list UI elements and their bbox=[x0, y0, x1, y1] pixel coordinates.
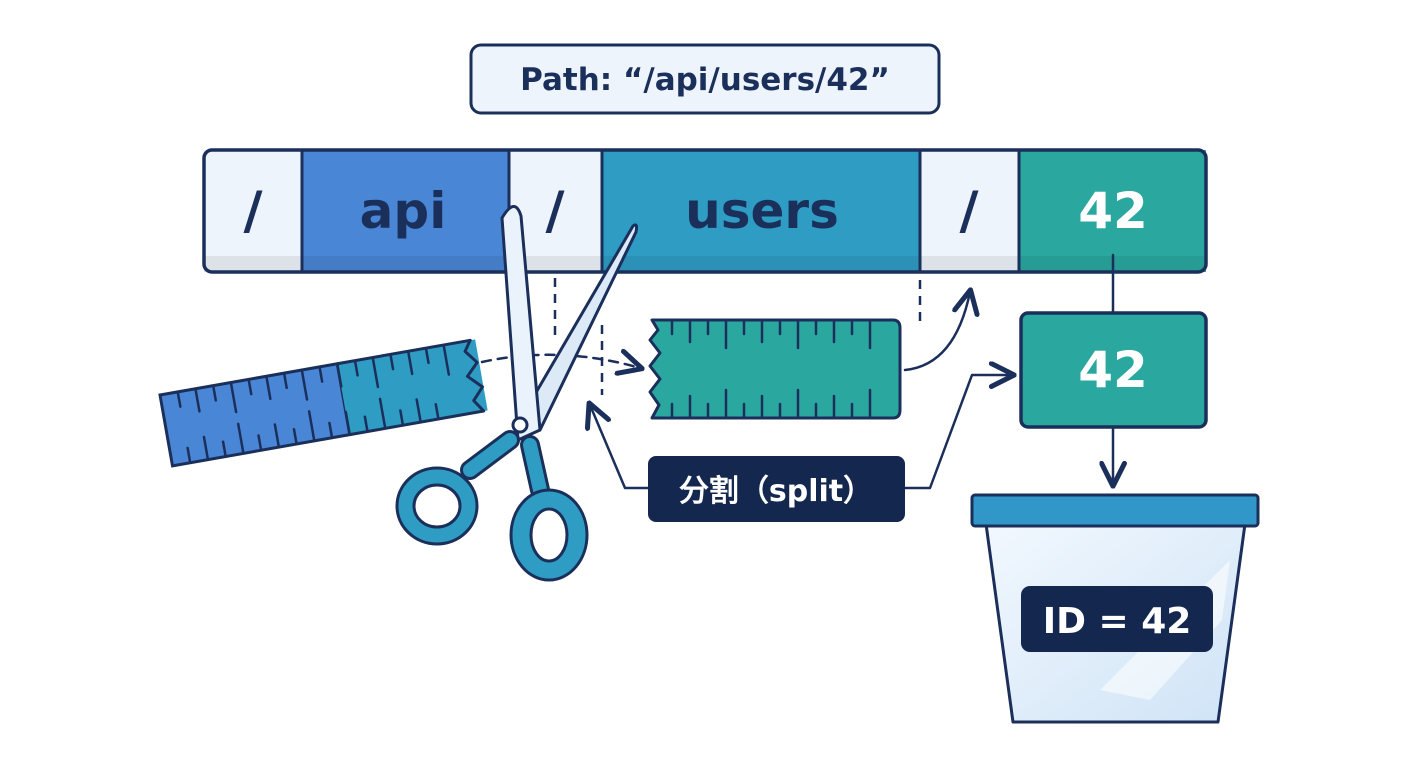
segment-text-users: users bbox=[685, 182, 839, 240]
segment-cell-users bbox=[602, 150, 920, 272]
ruler-icon bbox=[158, 338, 488, 468]
segment-text-id: 42 bbox=[1078, 182, 1148, 240]
path-label: Path: “/api/users/42” bbox=[469, 43, 941, 115]
path-label-text: Path: “/api/users/42” bbox=[520, 62, 890, 98]
segment-text-separator: / bbox=[244, 181, 263, 241]
split-left-arrow bbox=[590, 405, 650, 490]
extracted-value-box: 42 bbox=[1019, 311, 1208, 429]
split-right-arrow bbox=[903, 375, 1012, 490]
segment-text-separator: / bbox=[546, 181, 565, 241]
segment-text-api: api bbox=[360, 182, 447, 240]
segment-cell-api bbox=[302, 150, 509, 272]
scissors-icon bbox=[395, 205, 639, 582]
segment-cell-id bbox=[1019, 150, 1206, 272]
separator-cell bbox=[920, 150, 1019, 272]
result-label-text: ID = 42 bbox=[1043, 601, 1192, 642]
extracted-value-text: 42 bbox=[1078, 341, 1148, 399]
cut-ruler-piece-icon bbox=[648, 318, 902, 420]
split-label: 分割（split） bbox=[648, 456, 905, 522]
piece-to-separator-arrow bbox=[903, 292, 970, 372]
segment-bar: / api / users / 42 bbox=[202, 148, 1208, 274]
segment-text-separator: / bbox=[960, 181, 979, 241]
split-label-text: 分割（split） bbox=[679, 474, 873, 509]
separator-cell bbox=[204, 150, 302, 272]
container-icon: ID = 42 bbox=[970, 493, 1260, 724]
